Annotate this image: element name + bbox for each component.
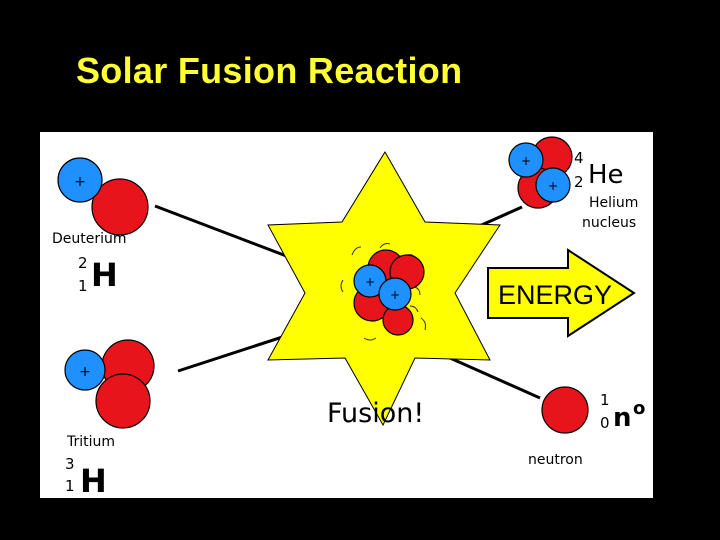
page-title: Solar Fusion Reaction: [76, 50, 463, 91]
neutron-particle: [91, 178, 149, 236]
helium-nucleus: + +: [508, 136, 573, 209]
tritium-atomic-number: 1: [65, 477, 75, 495]
proton-particle: [378, 277, 412, 311]
helium-symbol: He: [588, 160, 624, 190]
helium-mass-number: 4: [574, 149, 584, 167]
tritium-nucleus: +: [64, 339, 155, 429]
proton-sign: +: [365, 275, 375, 289]
neutron-superscript: o: [633, 398, 645, 419]
deuterium-label: Deuterium: [52, 231, 127, 247]
neutron-symbol: n: [613, 403, 632, 433]
tritium-mass-number: 3: [65, 455, 75, 473]
neutron-label: neutron: [528, 452, 583, 468]
energy-arrow: [487, 248, 636, 338]
proton-sign: +: [390, 288, 400, 302]
tritium-symbol: H: [80, 462, 107, 500]
proton-particle: [508, 142, 544, 178]
deuterium-atomic-number: 1: [78, 277, 88, 295]
proton-sign: +: [79, 364, 91, 380]
deuterium-nucleus: +: [57, 157, 149, 236]
neutron-atomic-number: 0: [600, 414, 610, 432]
deuterium-symbol: H: [91, 256, 118, 294]
neutron-path-line: [449, 356, 541, 400]
proton-particle: [535, 167, 571, 203]
energy-label: ENERGY: [498, 280, 612, 310]
helium-label-line1: Helium: [589, 195, 638, 211]
free-neutron: [541, 386, 589, 434]
helium-atomic-number: 2: [574, 173, 584, 191]
helium-label-line2: nucleus: [582, 215, 636, 231]
tritium-label: Tritium: [66, 434, 115, 450]
proton-sign: +: [74, 174, 86, 190]
neutron-particle: [95, 373, 151, 429]
proton-particle: [64, 349, 106, 391]
proton-particle: [57, 157, 103, 203]
neutron-mass-number: 1: [600, 391, 610, 409]
deuterium-mass-number: 2: [78, 254, 88, 272]
fusion-label: Fusion!: [327, 398, 424, 429]
proton-sign: +: [521, 154, 531, 168]
fusing-nucleus: + +: [353, 249, 425, 336]
proton-sign: +: [548, 179, 558, 193]
